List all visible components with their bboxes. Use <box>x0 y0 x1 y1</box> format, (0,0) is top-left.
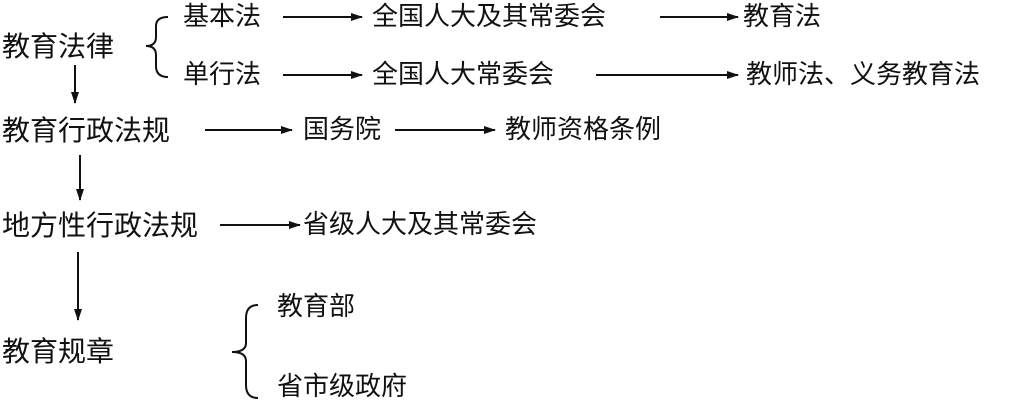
node-local-regulations: 地方性行政法规 <box>2 209 199 242</box>
node-education-law: 教育法律 <box>2 30 115 63</box>
node-provincial-npc: 省级人大及其常委会 <box>303 210 538 240</box>
node-provincial-government: 省市级政府 <box>277 372 408 402</box>
brace-icon <box>145 16 169 78</box>
brace-icon <box>231 304 259 399</box>
node-ministry-of-education: 教育部 <box>277 292 356 322</box>
node-education-law-example: 教育法 <box>743 2 822 32</box>
node-single-law: 单行法 <box>183 60 262 90</box>
node-basic-law: 基本法 <box>183 2 262 32</box>
node-teacher-law-examples: 教师法、义务教育法 <box>746 60 981 90</box>
node-education-rules: 教育规章 <box>2 335 115 368</box>
node-administrative-regulations: 教育行政法规 <box>2 114 171 147</box>
node-state-council: 国务院 <box>303 115 382 145</box>
node-npc-standing-committee: 全国人大常委会 <box>372 60 555 90</box>
node-npc-and-standing-committee: 全国人大及其常委会 <box>372 2 607 32</box>
node-teacher-qualification-regulations: 教师资格条例 <box>505 115 662 145</box>
